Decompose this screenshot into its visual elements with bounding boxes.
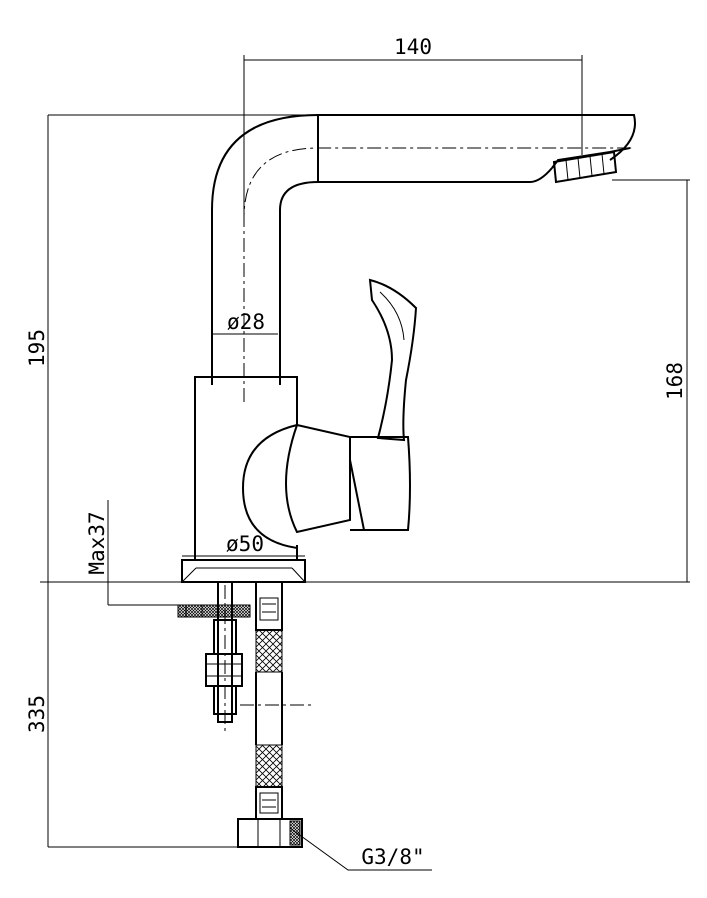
hose-length-label: 335 bbox=[25, 695, 49, 733]
faucet-body bbox=[181, 278, 418, 583]
center-lines bbox=[224, 147, 634, 735]
base-diameter-label: ø50 bbox=[226, 532, 264, 556]
total-height-label: 195 bbox=[25, 329, 49, 367]
dimension-lines bbox=[40, 55, 690, 871]
mounting-hardware bbox=[177, 581, 251, 723]
column-diameter-label: ø28 bbox=[227, 310, 265, 334]
reach-dimension-label: 140 bbox=[394, 35, 432, 59]
spout-height-label: 168 bbox=[663, 362, 687, 400]
dimension-labels: 140 195 168 ø28 ø50 Max37 335 G3/8" bbox=[25, 35, 687, 869]
faucet-spout bbox=[211, 114, 636, 385]
thread-size-label: G3/8" bbox=[361, 845, 424, 869]
flexible-hose bbox=[237, 581, 303, 848]
deck-thickness-label: Max37 bbox=[85, 511, 109, 574]
